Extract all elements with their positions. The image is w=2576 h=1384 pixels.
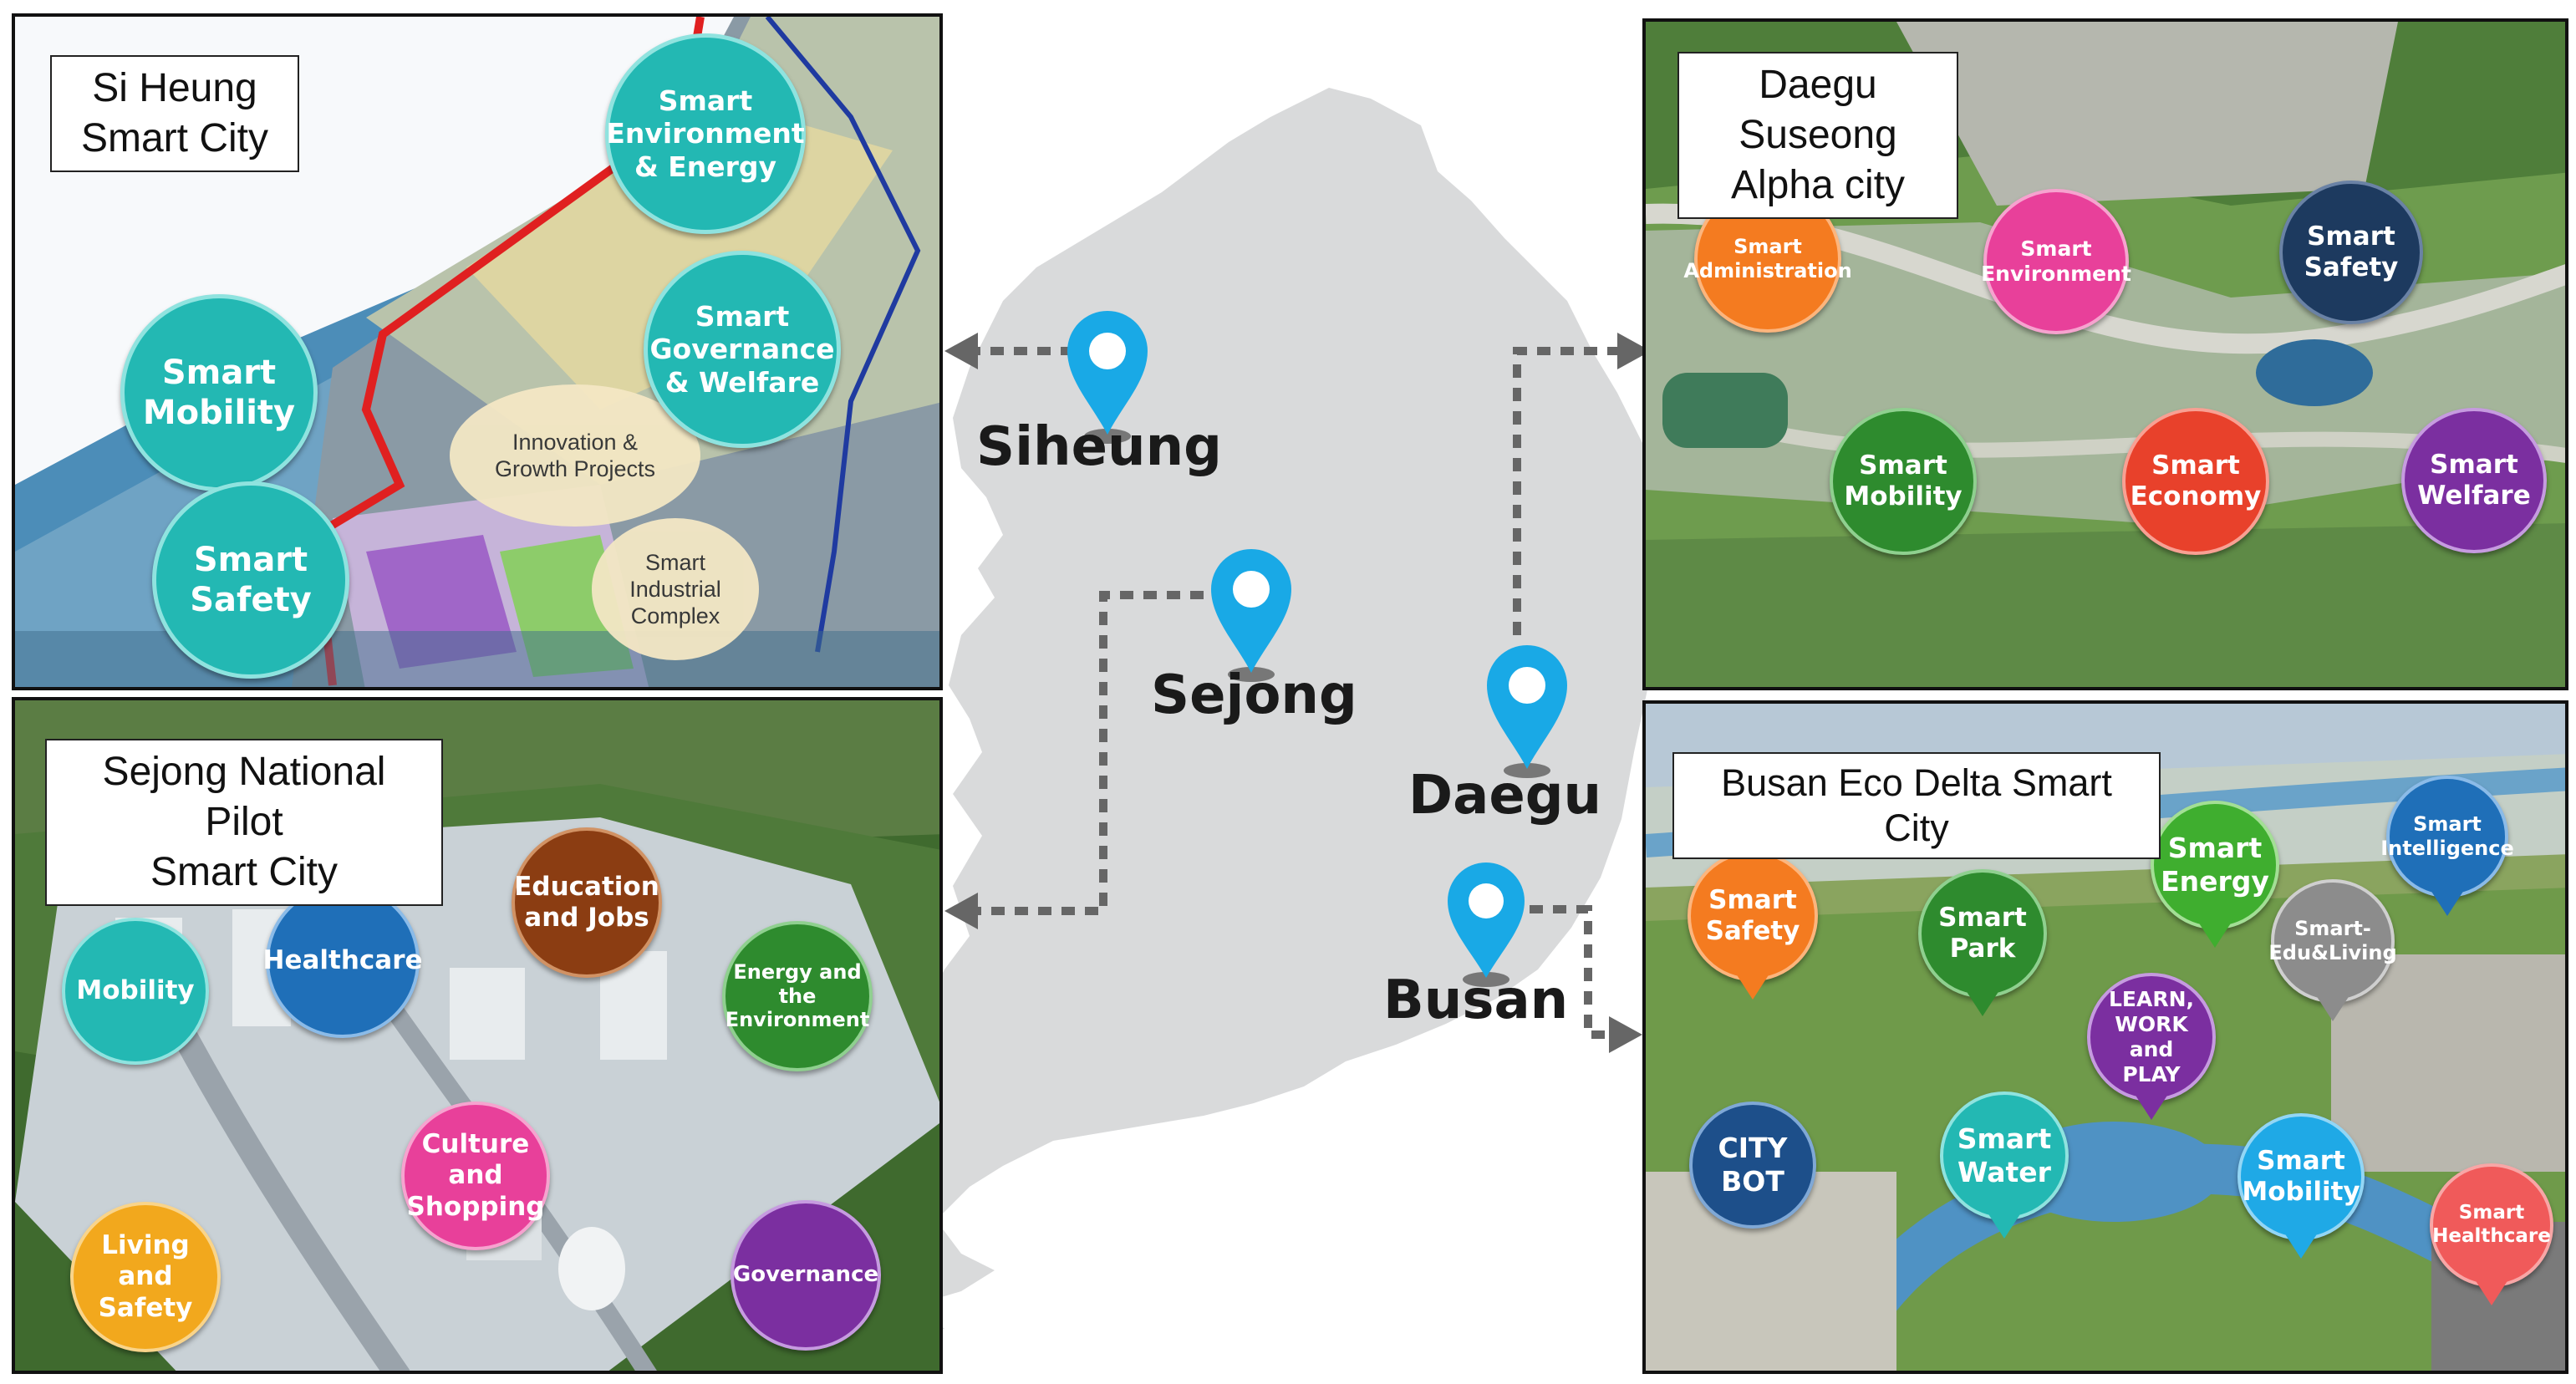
bubble-mobility: Mobility [62, 918, 209, 1065]
city-label-siheung: Siheung [976, 416, 1222, 478]
panel-title-busan: Busan Eco Delta Smart City [1672, 752, 2161, 859]
bubble-smart-mobility-busan: Smart Mobility [2237, 1113, 2365, 1240]
location-pins [1067, 311, 1567, 987]
bubble-smart-mobility-daegu: Smart Mobility [1830, 408, 1977, 555]
city-label-daegu: Daegu [1408, 765, 1602, 827]
bubble-culture-shopping: Culture and Shopping [401, 1102, 550, 1250]
bubble-smart-environment: Smart Environment [1981, 189, 2131, 334]
bubble-smart-safety-busan: Smart Safety [1688, 851, 1818, 981]
panel-daegu: Daegu Suseong Alpha city Smart Administr… [1642, 18, 2568, 690]
panel-sejong: Sejong National Pilot Smart City Mobilit… [12, 697, 943, 1374]
bubble-smart-water: Smart Water [1940, 1091, 2069, 1220]
city-label-busan: Busan [1383, 969, 1569, 1031]
panel-title-siheung: Si Heung Smart City [50, 55, 299, 172]
korea-peninsula-silhouette [869, 88, 1663, 1341]
pin-busan-icon [1448, 862, 1525, 987]
bubble-city-bot: CITY BOT [1689, 1102, 1816, 1229]
bubble-smart-edu-living: Smart- Edu&Living [2268, 879, 2397, 1003]
arrow-daegu [1513, 347, 1621, 635]
arrow-heads [944, 333, 1651, 1053]
panel-siheung: Si Heung Smart City Innovation & Growth … [12, 13, 943, 690]
bubble-smart-governance-welfare: Smart Governance & Welfare [644, 251, 841, 448]
bubble-energy-environment: Energy and the Environment [722, 921, 873, 1071]
panel-title-daegu: Daegu Suseong Alpha city [1677, 52, 1958, 219]
bubble-smart-economy: Smart Economy [2122, 408, 2269, 555]
panel-busan: Busan Eco Delta Smart City Smart Safety … [1642, 700, 2568, 1374]
bubble-learn-work-play: LEARN, WORK and PLAY [2087, 973, 2216, 1102]
bubble-smart-intelligence: Smart Intelligence [2380, 776, 2514, 898]
panel-title-sejong: Sejong National Pilot Smart City [45, 739, 443, 906]
arrow-busan [1530, 905, 1609, 1039]
bubble-education-jobs: Education and Jobs [512, 827, 662, 978]
zone-innovation: Innovation & Growth Projects [450, 384, 700, 527]
connector-arrows [974, 347, 1621, 1039]
arrowhead-siheung [944, 333, 978, 369]
arrowhead-busan [1609, 1016, 1642, 1053]
city-label-sejong: Sejong [1151, 664, 1357, 726]
arrow-sejong [974, 591, 1204, 915]
bubble-smart-mobility: Smart Mobility [120, 294, 318, 491]
bubble-smart-environment-energy: Smart Environment & Energy [605, 33, 806, 234]
bubble-healthcare: Healthcare [263, 884, 423, 1038]
bubble-governance: Governance [731, 1200, 881, 1351]
zone-industrial: Smart Industrial Complex [592, 518, 759, 660]
bubble-smart-safety: Smart Safety [152, 481, 349, 679]
arrowhead-daegu [1617, 333, 1651, 369]
bubble-smart-healthcare: Smart Healthcare [2430, 1163, 2553, 1287]
bubble-living-safety: Living and Safety [70, 1202, 221, 1352]
bubble-smart-park: Smart Park [1918, 869, 2047, 998]
pin-sejong-icon [1211, 549, 1291, 682]
bubble-smart-welfare: Smart Welfare [2401, 408, 2547, 553]
pin-daegu-icon [1487, 645, 1567, 778]
pin-siheung-icon [1067, 311, 1148, 444]
bubble-smart-energy: Smart Energy [2151, 801, 2279, 929]
arrowhead-sejong [944, 893, 978, 929]
bubble-smart-safety-daegu: Smart Safety [2279, 181, 2423, 324]
